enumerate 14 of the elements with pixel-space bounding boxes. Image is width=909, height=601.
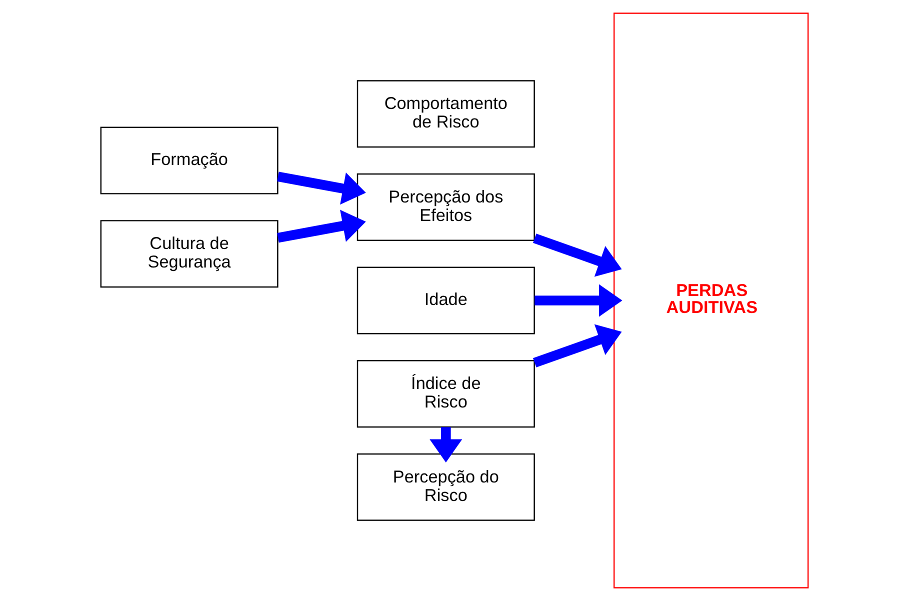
node-box: PERDAS AUDITIVAS: [614, 12, 809, 588]
arrow: [534, 284, 622, 317]
node-box: Percepção dos Efeitos: [356, 173, 535, 241]
arrow: [532, 234, 622, 277]
node-box: Comportamento de Risco: [356, 80, 535, 148]
arrow: [277, 172, 366, 205]
node-box: Formação: [100, 126, 278, 194]
arrow: [532, 324, 622, 368]
node-box: Idade: [356, 266, 535, 334]
arrow: [277, 210, 366, 243]
arrow: [430, 427, 462, 462]
node-box: Índice de Risco: [356, 360, 535, 428]
node-box: Cultura de Segurança: [100, 220, 278, 288]
node-box: Percepção do Risco: [356, 453, 535, 521]
